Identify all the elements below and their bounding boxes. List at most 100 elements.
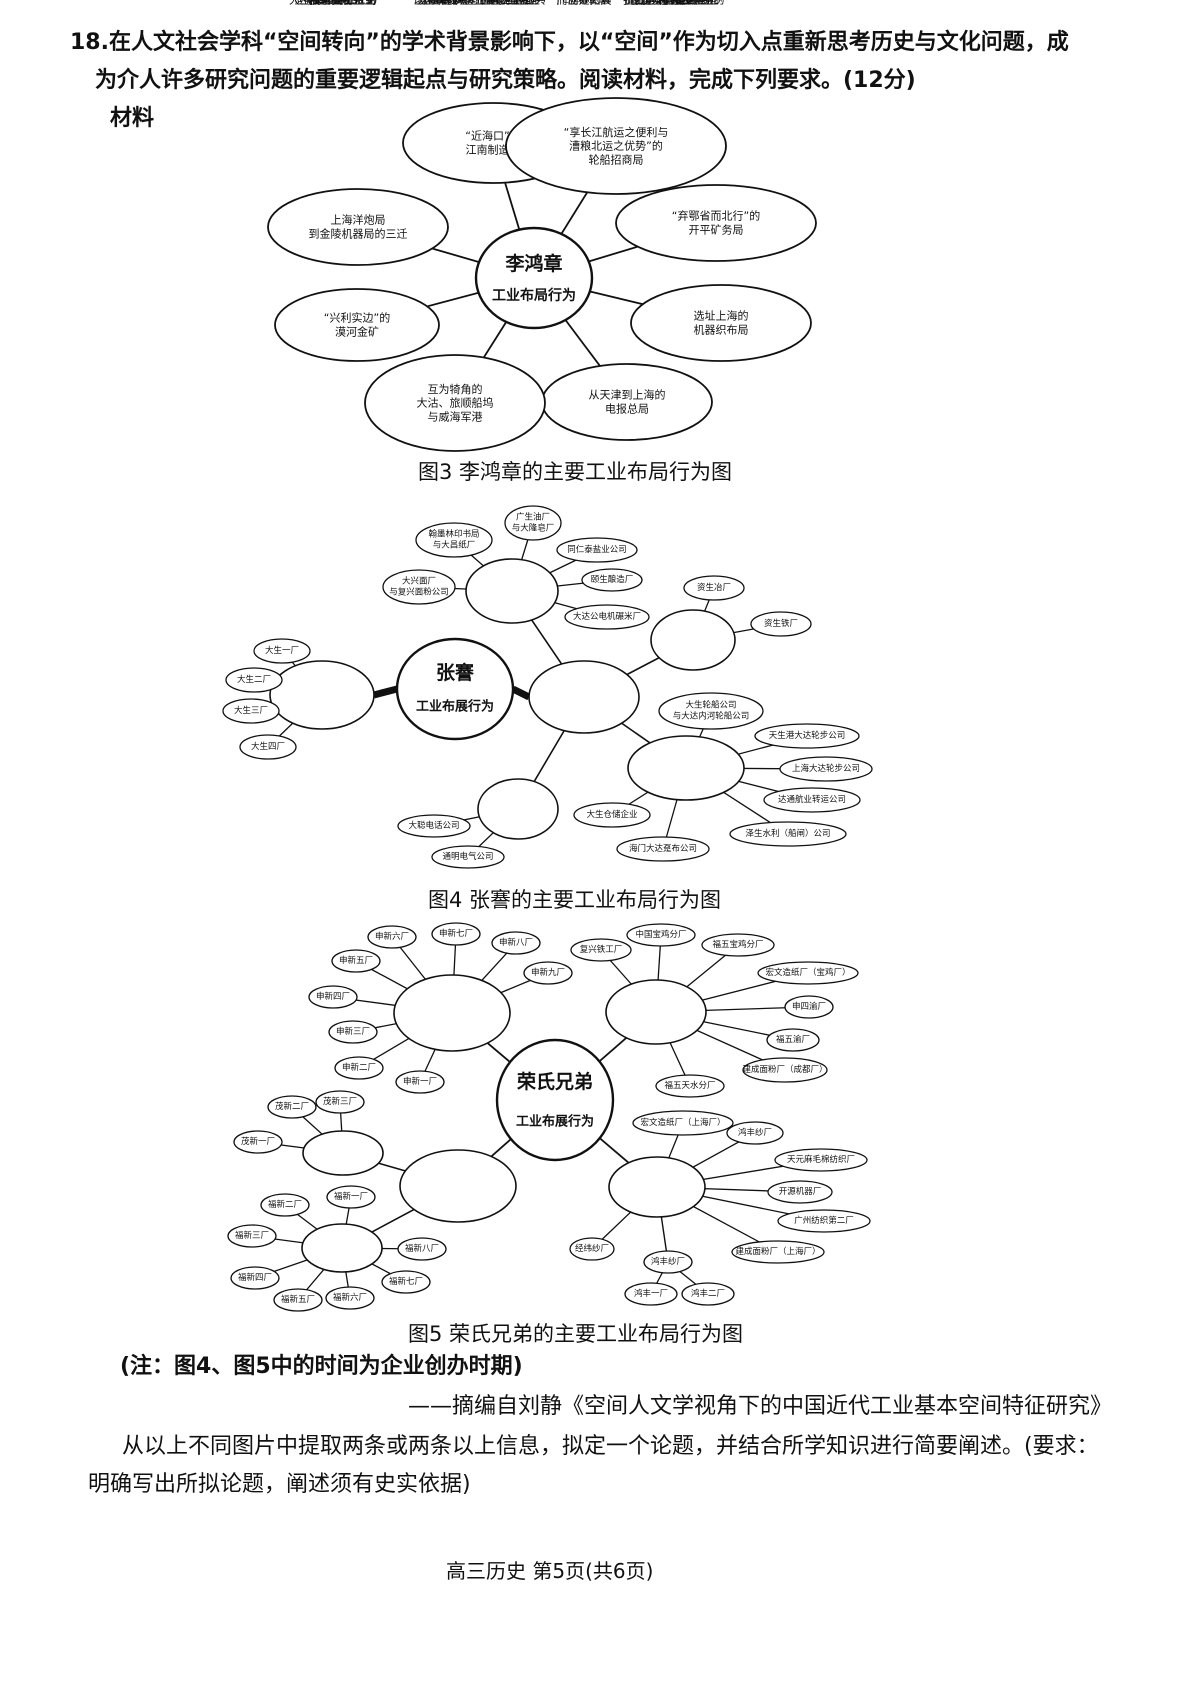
fig5-leaf-label: 广州纺织第二厂 [794,1215,854,1226]
source-text: ——摘编自刘静《空间人文学视角下的中国近代工业基本空间特征研究》 [408,1394,1113,1419]
fig4-leaf-label: 与大昌纸厂 [433,539,476,550]
fig5-leaf-label: 申新三厂 [336,1026,370,1037]
fig3-node-label: “弃鄂省而北行”的 [672,209,760,223]
fig4-leaf-label: 大生四厂 [251,741,285,752]
fig5-hub-wuxi-ellipse [399,1149,517,1223]
fig4-leaf-label: 广生油厂 [516,512,550,523]
fig4-hub-light-label: 的拓展 [496,0,529,7]
fig4-hub-public-label: 兴办的公共 [491,0,546,7]
fig5-hub-maoxin-label: (1900-1919) [309,0,378,7]
fig5-leaf-label: 申新九厂 [531,967,565,978]
fig4-leaf-label: 大达公电机碾米厂 [573,611,641,622]
fig5-leaf-ellipse [701,933,775,957]
fig4-hub-core-label: 立足南通的 [295,0,350,7]
fig4-leaf-ellipse [763,787,861,813]
fig4-leaf-ellipse [754,723,860,749]
fig5-leaf-label: 申新六厂 [375,931,409,942]
fig5-leaf-ellipse [626,923,696,947]
fig4-leaf-ellipse [239,734,297,760]
fig5-leaf: 经纬纱厂 [569,1237,615,1261]
fig5-leaf: 福新四厂 [230,1266,280,1290]
fig5-hub-postwar-label: 恢复与扩张 [630,0,685,7]
fig3-caption: 图3 李鸿章的主要工业布局行为图 [418,460,733,484]
fig4-hub-transport-label: (1900-1918) [658,0,714,5]
fig4-hub-light-label: 轻工企业 [490,0,534,7]
fig4-leaf-label: 上海大达轮步公司 [792,763,860,774]
fig4-leaf: 同仁泰盐业公司 [556,537,638,563]
fig5-leaf-label: 申新二厂 [342,1062,376,1073]
fig5-center-label: 工业布展行为 [516,1114,594,1130]
fig5-leaf: 申新四厂 [308,985,358,1009]
fig5-leaf: 福新五厂 [273,1288,323,1312]
fig4-leaf: 泽生水利（船闸）公司 [729,821,847,847]
fig4-leaf-ellipse [750,611,812,637]
fig5-leaf-ellipse [523,961,573,985]
fig3-node-label: 选址上海的 [694,309,749,323]
fig5-leaf: 中国宝鸡分厂 [626,923,696,947]
fig4-hub-chain-label: 它工业企业 [561,0,606,5]
fig4-leaf-ellipse [564,604,650,630]
fig5-leaf: 福五渝厂 [766,1028,820,1052]
fig4-leaf: 大生二厂 [225,667,283,693]
fig5-hub-fuxin-label: 福新面粉企业 [309,0,375,7]
fig4-hub-heavy-label: 重工企业 [671,0,715,7]
fig4-leaf-ellipse [658,692,764,730]
fig3-node-label: 大沽、旅顺船坞 [417,396,494,410]
fig5-leaf-label: 复兴铁工厂 [580,944,623,955]
fig4-leaf-ellipse [253,638,311,664]
fig4-leaf-label: 颐生酿造厂 [591,574,634,585]
fig4-hub-core-ellipse [269,660,375,730]
fig5-leaf-ellipse [326,1185,376,1209]
fig5-hub-war-label: 内迁与扩展 [629,0,684,7]
fig3-node-label: “享长江航运之便利与 [564,125,669,139]
fig5-hub-postwar-ellipse [608,1156,706,1218]
fig3-node-label: 互为犄角的 [428,382,483,396]
fig4-leaf-label: 泽生水利（船闸）公司 [745,828,830,839]
fig5-leaf-label: 申新五厂 [339,955,373,966]
fig5-leaf-label: 经纬纱厂 [575,1243,609,1254]
fig4-leaf-ellipse [382,569,456,605]
fig5-leaf-ellipse [381,1270,431,1294]
fig5-leaf-ellipse [726,1121,784,1145]
fig5-leaf: 申新七厂 [431,922,481,946]
fig3-node-label: 漕粮北运之优势”的 [569,139,663,153]
fig5-leaf-label: 福五天水分厂 [664,1080,715,1091]
fig4-hub-public-ellipse [477,778,559,840]
fig5-leaf-ellipse [777,1209,871,1233]
fig5-hub-maoxin-ellipse [302,1130,384,1176]
fig5-leaf-label: 宏文造纸厂（宝鸡厂） [765,967,850,978]
fig4-hub-chain-ellipse [528,660,640,734]
fig5-leaf-ellipse [331,949,381,973]
fig5-leaf-ellipse [569,1237,615,1261]
fig5-hub-shenxin-label: 申新纺织企业 [419,0,485,7]
fig4-hub-light-label: (1894-1921) [484,0,540,5]
fig4-thick-connector [373,685,398,699]
fig5-leaf: 建成面粉厂（上海厂） [731,1240,825,1264]
fig5-leaf: 申新一厂 [395,1070,445,1094]
task-line-2: 明确写出所拟论题，阐述须有史实依据) [88,1472,471,1497]
fig5-leaf: 鸿丰纱厂 [643,1250,693,1274]
fig5-leaf-ellipse [334,1056,384,1080]
fig4-hub-core-label: (1895-1923) [294,0,350,5]
fig4-leaf-ellipse [431,845,505,869]
fig4-leaf-label: 与大隆皂厂 [512,522,555,533]
fig3-node-ellipse [274,288,440,362]
fig4-leaf-ellipse [397,814,471,838]
fig5-leaf: 福新七厂 [381,1270,431,1294]
fig5-leaf-label: 申新八厂 [499,937,533,948]
fig5-hub-shenxin-label: 以上海为中心的 [414,0,491,7]
fig5-leaf: 开源机器厂 [767,1180,833,1204]
fig5-leaf-label: 福新七厂 [389,1276,423,1287]
fig5-leaf-label: 天元麻毛棉纺织厂 [787,1154,855,1165]
fig5-leaf: 申新八厂 [491,931,541,955]
fig4-center-label: 工业布展行为 [416,699,494,715]
fig4-leaf-ellipse [222,698,280,724]
fig4-hub-chain-label: 产业链拓展 [557,0,612,7]
fig4-hub-public-label: 事业企业 [496,0,540,7]
